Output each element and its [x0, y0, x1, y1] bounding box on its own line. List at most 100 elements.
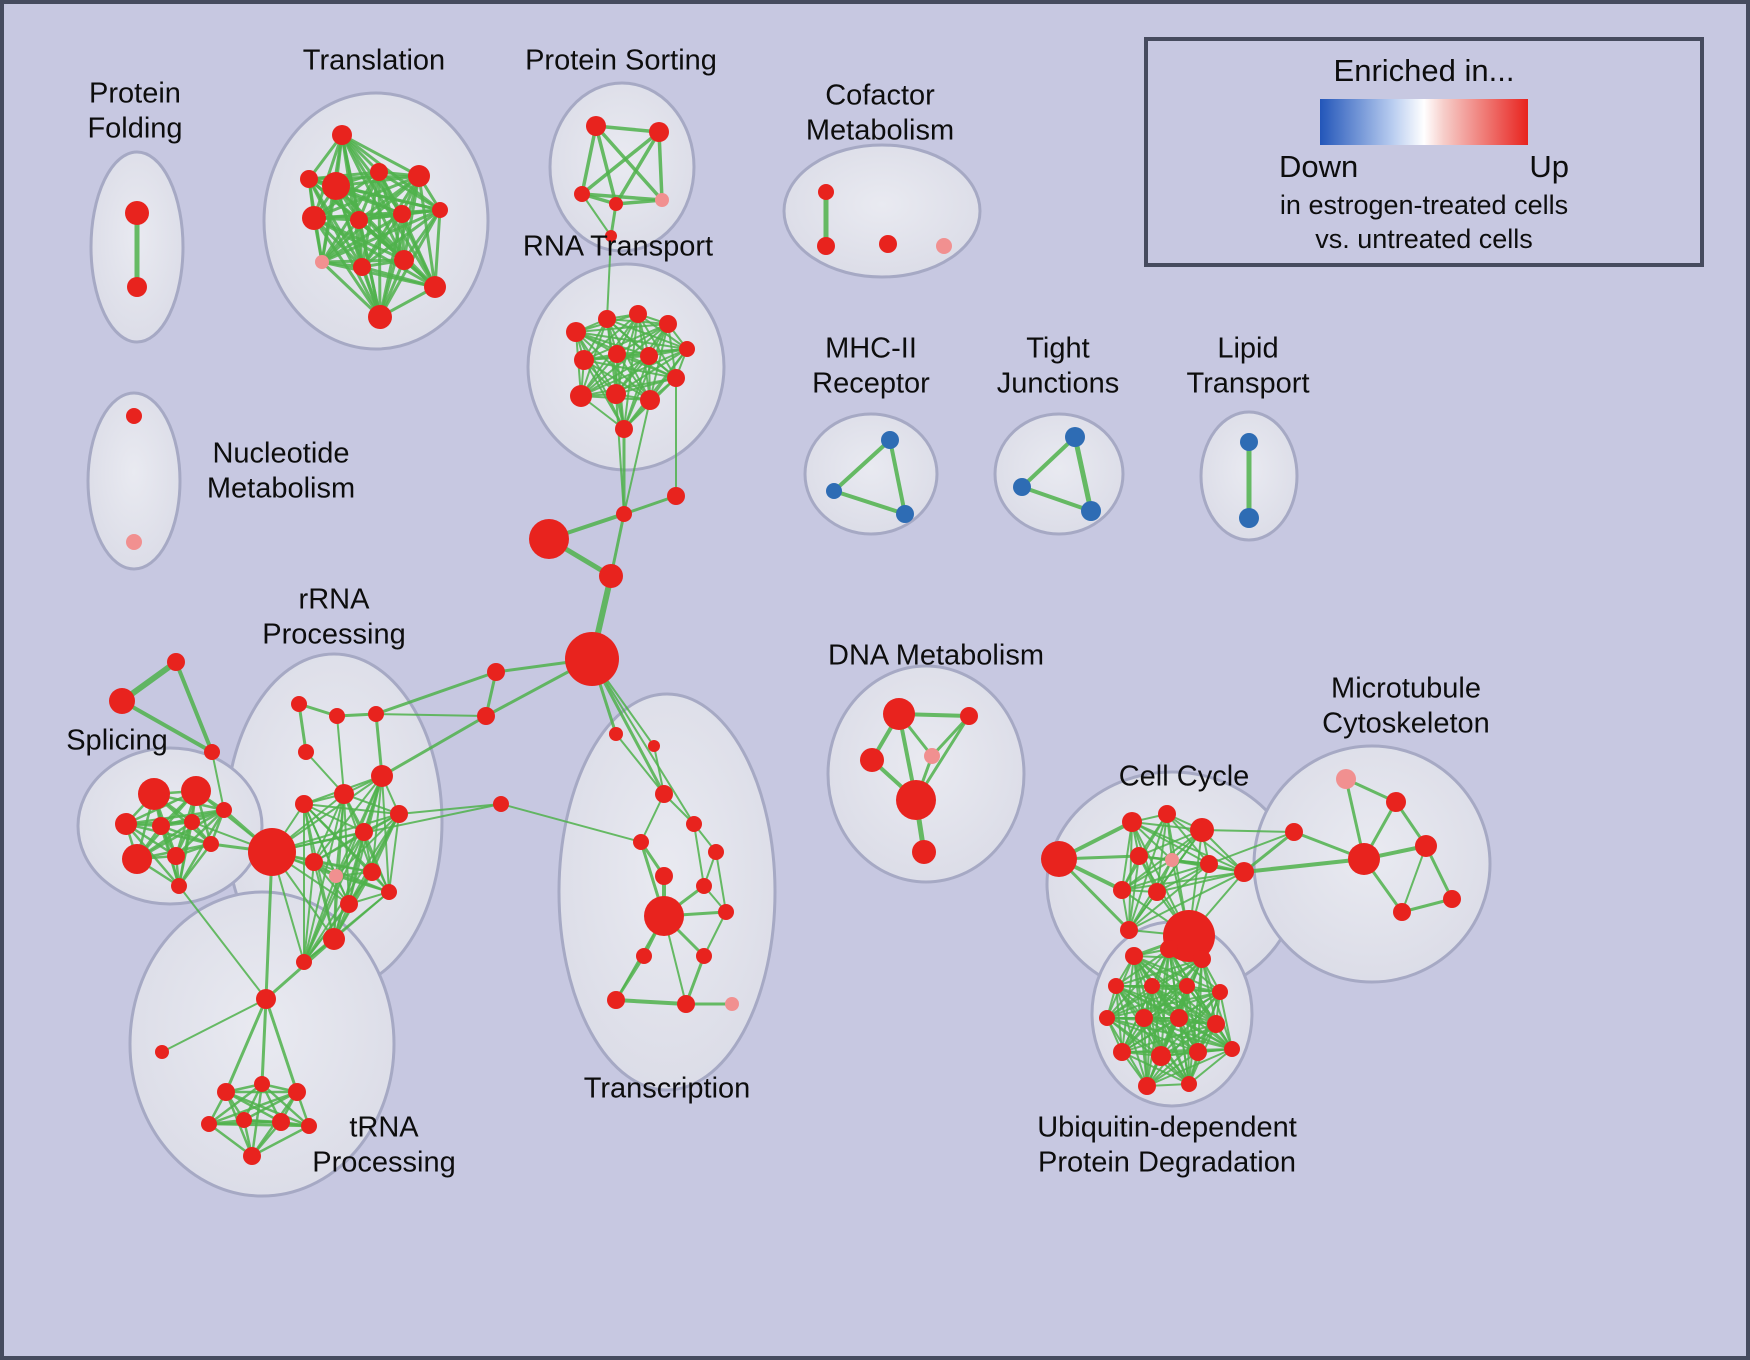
gene-set-node-tnh	[256, 989, 276, 1009]
gene-set-node-sp2	[181, 776, 211, 806]
gene-set-node-mc3	[1285, 823, 1303, 841]
gene-set-node-cf4	[936, 238, 952, 254]
gene-set-node-rt5	[679, 341, 695, 357]
legend-gradient-bar	[1320, 99, 1528, 145]
edge-tr1-tr5	[340, 133, 421, 178]
edge-ub11-ub12	[1121, 1023, 1217, 1053]
edge-cc2-cc6	[1166, 813, 1210, 865]
gene-set-node-cc6	[1200, 855, 1218, 873]
edge-tnh-tn1	[224, 997, 268, 1094]
edge-cc7-cc10	[1128, 871, 1245, 931]
edge-tc6-tc10	[715, 851, 727, 913]
edge-ps6-ps3	[581, 193, 612, 237]
edge-rrh-c8	[271, 803, 502, 853]
gene-set-node-tc13	[607, 991, 625, 1009]
legend-down-label: Down	[1279, 149, 1359, 184]
gene-set-node-pf1	[125, 201, 149, 225]
gene-set-node-c8	[493, 796, 509, 812]
gene-set-node-mc4	[1348, 843, 1380, 875]
gene-set-node-cf1	[818, 184, 834, 200]
edge-ub6-ub8	[1106, 985, 1188, 1019]
edge-rt4-rt10	[580, 323, 669, 397]
edge-rt8-rt10	[580, 355, 650, 397]
gene-set-node-sp5	[184, 814, 200, 830]
gene-set-node-tn8	[243, 1147, 261, 1165]
gene-set-node-ub12	[1113, 1043, 1131, 1061]
gene-set-node-c1	[616, 506, 632, 522]
edge-mh1-mh2	[832, 438, 892, 493]
gene-set-node-dm2	[960, 707, 978, 725]
gene-set-node-rt3	[629, 305, 647, 323]
edge-tr10-tr14	[320, 260, 382, 319]
cluster-ellipse-nucleotide-metabolism	[86, 391, 182, 571]
gene-set-node-mc1	[1336, 769, 1356, 789]
edge-tn2-tn7	[260, 1082, 311, 1128]
gene-set-node-dm3	[860, 748, 884, 772]
gene-set-node-rr15	[296, 954, 312, 970]
edge-cc4-cc10	[1128, 855, 1140, 931]
edge-tnh-rr14	[264, 937, 336, 1001]
gene-set-node-ub7	[1212, 984, 1228, 1000]
edge-cc7-mc4	[1242, 857, 1366, 874]
edge-rt5-rt13	[623, 348, 688, 430]
gene-set-node-tc12	[696, 948, 712, 964]
gene-set-node-cc2	[1158, 805, 1176, 823]
edge-mh1-mh3	[888, 438, 907, 516]
edge-rt3-rt13	[623, 313, 639, 430]
gene-set-node-ub11	[1207, 1015, 1225, 1033]
edge-mh2-mh3	[832, 489, 907, 516]
gene-set-node-tr7	[350, 211, 368, 229]
edge-tn3-tn5	[242, 1090, 299, 1122]
edge-sp3-sp9	[124, 808, 226, 826]
gene-set-node-ps2	[649, 122, 669, 142]
edge-ps2-ps3	[580, 130, 661, 196]
gene-set-node-tn3	[288, 1083, 306, 1101]
gene-set-node-rt2	[598, 310, 616, 328]
gene-set-node-tc6	[708, 844, 724, 860]
gene-set-node-ps6	[605, 230, 617, 242]
gene-set-node-tc7	[655, 867, 673, 885]
edge-t3-sp9	[211, 751, 225, 811]
edge-tn1-tn7	[224, 1090, 311, 1128]
edge-tr8-tr14	[378, 212, 404, 319]
gene-set-node-ub3	[1193, 950, 1211, 968]
gene-set-node-sp1	[138, 778, 170, 810]
edge-tr8-tr10	[320, 212, 404, 264]
gene-set-node-sp10	[171, 878, 187, 894]
gene-set-node-ub13	[1151, 1046, 1171, 1066]
legend: Enriched in... Down Up in estrogen-treat…	[1144, 37, 1704, 267]
cluster-ellipse-cofactor-metabolism	[782, 143, 982, 279]
edge-tr11-tr13	[360, 265, 437, 289]
gene-set-node-tj2	[1013, 478, 1031, 496]
gene-set-node-tr3	[322, 172, 350, 200]
edge-t1-t3	[174, 660, 214, 754]
edge-rt3-rt6	[583, 313, 639, 361]
edge-ps4-ps5	[614, 198, 664, 206]
gene-set-node-rt6	[574, 350, 594, 370]
edge-tj2-tj3	[1020, 485, 1093, 513]
gene-set-node-tn5	[236, 1112, 252, 1128]
gene-set-node-rr13	[381, 884, 397, 900]
edge-ps1-ps4	[594, 124, 618, 206]
gene-set-node-mc6	[1443, 890, 1461, 908]
edge-rr15-rrp	[303, 875, 337, 963]
gene-set-node-ps4	[609, 197, 623, 211]
edge-rr9-rr14	[333, 831, 365, 940]
gene-set-node-t2	[109, 688, 135, 714]
gene-set-node-sp4	[152, 817, 170, 835]
edge-tr1-tr13	[340, 133, 437, 289]
network-canvas	[76, 81, 1492, 1198]
gene-set-node-ps1	[586, 116, 606, 136]
edge-tnh-tn3	[264, 997, 299, 1094]
edge-c7-rr5	[380, 714, 488, 778]
gene-set-node-rt9	[667, 369, 685, 387]
gene-set-node-rrp	[329, 869, 343, 883]
gene-set-node-ps3	[574, 186, 590, 202]
gene-set-node-rt11	[606, 384, 626, 404]
edge-rt4-rt7	[616, 323, 669, 355]
legend-up-label: Up	[1529, 149, 1569, 184]
edge-cc6-cc10	[1128, 863, 1210, 931]
gene-set-node-cf2	[817, 237, 835, 255]
gene-set-node-tc4	[686, 816, 702, 832]
